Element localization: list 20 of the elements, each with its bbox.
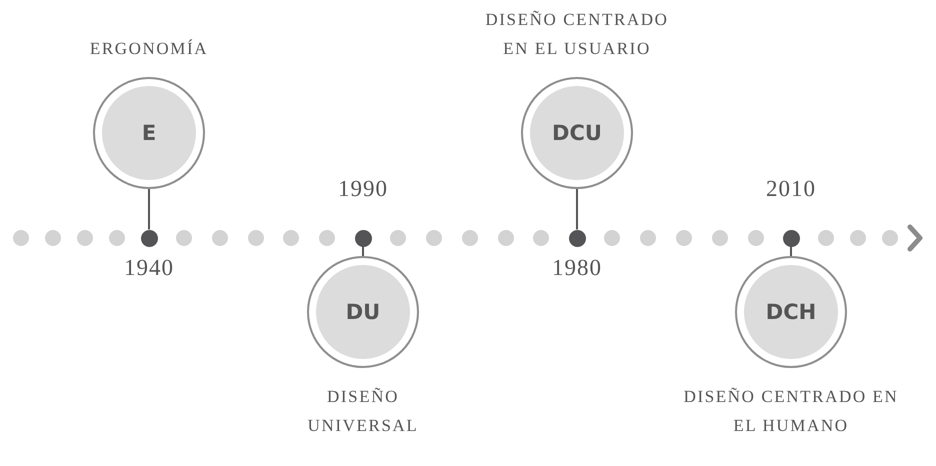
milestone-dot — [140, 230, 158, 246]
year-label: 1940 — [123, 255, 175, 281]
connector-line — [790, 246, 792, 256]
milestone-dot — [782, 230, 800, 246]
era-circle: E — [93, 77, 205, 189]
era-circle: DCH — [735, 256, 847, 368]
era-heading: ERGONOMÍA — [88, 38, 210, 60]
year-label: 1990 — [337, 176, 389, 202]
connector-line — [148, 189, 150, 230]
connector-line — [576, 189, 578, 230]
milestone-dot — [354, 230, 372, 246]
era-heading: DISEÑO CENTRADO EN EL USUARIO — [484, 9, 670, 60]
year-label: 2010 — [765, 176, 817, 202]
milestone-dot — [568, 230, 586, 246]
era-circle: DU — [307, 256, 419, 368]
era-heading: DISEÑO CENTRADO EN EL HUMANO — [684, 386, 898, 437]
connector-line — [362, 246, 364, 256]
era-circle: DCU — [521, 77, 633, 189]
year-label: 1980 — [551, 255, 603, 281]
era-heading: DISEÑO UNIVERSAL — [306, 386, 420, 437]
